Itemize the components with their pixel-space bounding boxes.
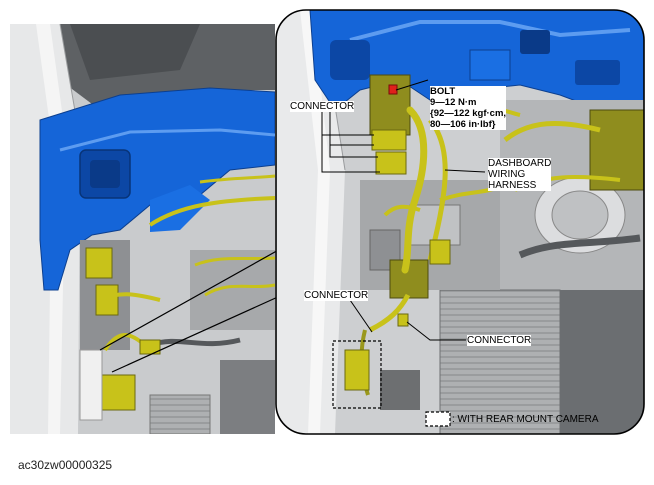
bolt-torque-inlbf: 80—106 in·lbf} [430,119,496,130]
rear-camera-dashed-box [332,340,382,409]
connector-label-left: CONNECTOR [304,290,369,301]
zoom-guide-line-upper [99,247,283,351]
connector-label-top: CONNECTOR [290,101,355,112]
bolt-torque-nm: 9—12 N·m [430,97,477,108]
dashboard-line2: WIRING [488,169,526,180]
bolt-callout: BOLT 9—12 N·m {92—122 kgf·cm, 80—106 in·… [430,86,507,130]
dashboard-line1: DASHBOARD [488,158,552,169]
bolt-highlight [388,84,398,95]
detail-frame [275,9,645,435]
detail-view [276,10,644,434]
dashboard-line3: HARNESS [488,180,537,191]
zoom-guide-line-lower [111,295,281,373]
legend-dashed-symbol [425,411,451,427]
bolt-torque-kgfcm: {92—122 kgf·cm, [430,108,507,119]
leader-lines [321,79,486,341]
dashboard-harness-callout: DASHBOARD WIRING HARNESS [488,158,552,191]
overview-view [10,24,275,434]
connector-label-right: CONNECTOR [467,335,532,346]
figure-id-caption: ac30zw00000325 [18,458,113,472]
bolt-title: BOLT [430,86,456,97]
legend-text: : WITH REAR MOUNT CAMERA [452,414,599,425]
